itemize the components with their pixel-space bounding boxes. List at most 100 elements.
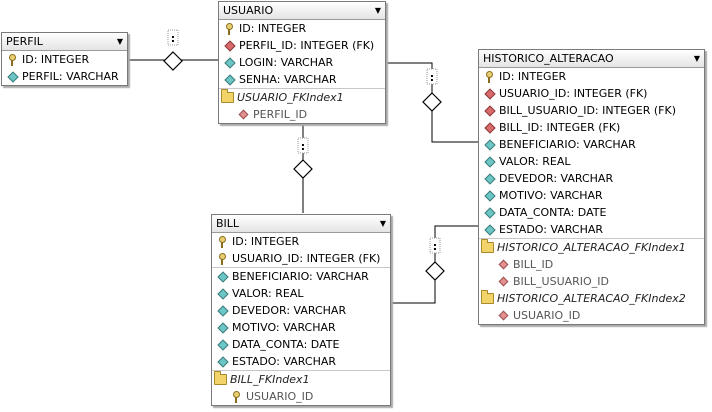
columns-section: BENEFICIARIO: VARCHAR VALOR: REAL DEVEDO… <box>212 268 390 371</box>
column-row[interactable]: BENEFICIARIO: VARCHAR <box>479 136 704 153</box>
table-bill[interactable]: BILL ▼ ID: INTEGER USUARIO_ID: INTEGER (… <box>211 214 391 406</box>
column-diamond-icon <box>223 73 236 86</box>
column-row[interactable]: DATA_CONTA: DATE <box>212 336 390 353</box>
column-row[interactable]: VALOR: REAL <box>479 153 704 170</box>
table-header[interactable]: PERFIL ▼ <box>2 33 127 51</box>
column-row[interactable]: USUARIO_ID: INTEGER (FK) <box>212 250 390 267</box>
dropdown-arrow-icon[interactable]: ▼ <box>693 54 700 63</box>
column-label: DEVEDOR: VARCHAR <box>232 304 347 317</box>
index-row[interactable]: BILL_FKIndex1 <box>212 371 390 388</box>
column-label: USUARIO_ID: INTEGER (FK) <box>499 87 648 100</box>
index-field-diamond-icon <box>497 276 510 287</box>
column-diamond-icon <box>216 304 229 317</box>
index-field-row[interactable]: PERFIL_ID <box>219 106 385 123</box>
column-label: MOTIVO: VARCHAR <box>232 321 336 334</box>
column-row[interactable]: BENEFICIARIO: VARCHAR <box>212 268 390 285</box>
columns-section: ID: INTEGER PERFIL: VARCHAR <box>2 51 127 85</box>
cardinality-marker: : <box>430 71 434 84</box>
table-historico-alteracao[interactable]: HISTORICO_ALTERACAO ▼ ID: INTEGER USUARI… <box>478 49 705 325</box>
column-row[interactable]: SENHA: VARCHAR <box>219 71 385 88</box>
foreign-key-diamond-icon <box>223 39 236 52</box>
table-perfil[interactable]: PERFIL ▼ ID: INTEGER PERFIL: VARCHAR <box>1 32 128 86</box>
dropdown-arrow-icon[interactable]: ▼ <box>379 219 386 228</box>
index-field-label: USUARIO_ID <box>246 390 314 403</box>
column-row[interactable]: ID: INTEGER <box>212 233 390 250</box>
index-name: HISTORICO_ALTERACAO_FKIndex2 <box>497 292 686 305</box>
foreign-key-diamond-icon <box>483 87 496 100</box>
column-label: VALOR: REAL <box>499 155 571 168</box>
index-field-label: BILL_ID <box>513 258 554 271</box>
column-label: DATA_CONTA: DATE <box>232 338 340 351</box>
cardinality-box-bill-historico <box>429 237 441 254</box>
column-label: ESTADO: VARCHAR <box>499 223 604 236</box>
column-row[interactable]: ID: INTEGER <box>479 68 704 85</box>
column-label: ID: INTEGER <box>499 70 567 83</box>
column-label: BILL_ID: INTEGER (FK) <box>499 121 621 134</box>
index-row[interactable]: HISTORICO_ALTERACAO_FKIndex1 <box>479 239 704 256</box>
column-diamond-icon <box>483 189 496 202</box>
column-diamond-icon <box>216 270 229 283</box>
column-diamond-icon <box>216 321 229 334</box>
table-header[interactable]: HISTORICO_ALTERACAO ▼ <box>479 50 704 68</box>
index-field-row[interactable]: USUARIO_ID <box>212 388 390 405</box>
column-row[interactable]: LOGIN: VARCHAR <box>219 54 385 71</box>
index-field-diamond-icon <box>497 259 510 270</box>
column-diamond-icon <box>483 223 496 236</box>
column-row[interactable]: ESTADO: VARCHAR <box>479 221 704 238</box>
dropdown-arrow-icon[interactable]: ▼ <box>116 37 123 46</box>
table-header[interactable]: USUARIO ▼ <box>219 2 385 20</box>
cardinality-box-usuario-bill <box>297 137 309 154</box>
table-usuario[interactable]: USUARIO ▼ ID: INTEGER PERFIL_ID: INTEGER… <box>218 1 386 124</box>
column-label: ESTADO: VARCHAR <box>232 355 337 368</box>
column-row[interactable]: BILL_USUARIO_ID: INTEGER (FK) <box>479 102 704 119</box>
relation-diamond-usuario-historico <box>422 92 442 112</box>
key-icon <box>223 22 236 35</box>
column-row[interactable]: ID: INTEGER <box>2 51 127 68</box>
dropdown-arrow-icon[interactable]: ▼ <box>374 6 381 15</box>
column-row[interactable]: VALOR: REAL <box>212 285 390 302</box>
index-row[interactable]: USUARIO_FKIndex1 <box>219 89 385 106</box>
column-label: BENEFICIARIO: VARCHAR <box>499 138 636 151</box>
column-row[interactable]: DEVEDOR: VARCHAR <box>212 302 390 319</box>
column-row[interactable]: ESTADO: VARCHAR <box>212 353 390 370</box>
cardinality-marker: : <box>301 140 305 153</box>
columns-section: ID: INTEGER USUARIO_ID: INTEGER (FK) <box>212 233 390 268</box>
column-label: DEVEDOR: VARCHAR <box>499 172 614 185</box>
column-label: PERFIL_ID: INTEGER (FK) <box>239 39 375 52</box>
column-row[interactable]: PERFIL: VARCHAR <box>2 68 127 85</box>
column-label: BILL_USUARIO_ID: INTEGER (FK) <box>499 104 676 117</box>
foreign-key-diamond-icon <box>483 121 496 134</box>
column-label: ID: INTEGER <box>239 22 307 35</box>
index-field-row[interactable]: USUARIO_ID <box>479 307 704 324</box>
column-row[interactable]: PERFIL_ID: INTEGER (FK) <box>219 37 385 54</box>
column-row[interactable]: DEVEDOR: VARCHAR <box>479 170 704 187</box>
index-field-row[interactable]: BILL_ID <box>479 256 704 273</box>
column-row[interactable]: BILL_ID: INTEGER (FK) <box>479 119 704 136</box>
index-field-row[interactable]: BILL_USUARIO_ID <box>479 273 704 290</box>
table-header[interactable]: BILL ▼ <box>212 215 390 233</box>
relation-diamond-perfil-usuario <box>163 51 183 71</box>
column-label: MOTIVO: VARCHAR <box>499 189 603 202</box>
cardinality-box-usuario-historico <box>426 68 438 85</box>
index-row[interactable]: HISTORICO_ALTERACAO_FKIndex2 <box>479 290 704 307</box>
indexes-section: BILL_FKIndex1 USUARIO_ID <box>212 371 390 405</box>
column-row[interactable]: USUARIO_ID: INTEGER (FK) <box>479 85 704 102</box>
column-label: PERFIL: VARCHAR <box>22 70 119 83</box>
index-field-diamond-icon <box>497 310 510 321</box>
column-diamond-icon <box>6 70 19 83</box>
index-name: HISTORICO_ALTERACAO_FKIndex1 <box>497 241 686 254</box>
column-row[interactable]: ID: INTEGER <box>219 20 385 37</box>
foreign-key-diamond-icon <box>483 104 496 117</box>
columns-section: ID: INTEGER PERFIL_ID: INTEGER (FK) LOGI… <box>219 20 385 89</box>
column-label: ID: INTEGER <box>232 235 300 248</box>
key-icon <box>6 53 19 66</box>
column-diamond-icon <box>216 338 229 351</box>
index-field-label: USUARIO_ID <box>513 309 581 322</box>
column-label: ID: INTEGER <box>22 53 90 66</box>
column-diamond-icon <box>483 155 496 168</box>
column-row[interactable]: MOTIVO: VARCHAR <box>479 187 704 204</box>
key-icon <box>216 235 229 248</box>
column-row[interactable]: DATA_CONTA: DATE <box>479 204 704 221</box>
column-row[interactable]: MOTIVO: VARCHAR <box>212 319 390 336</box>
